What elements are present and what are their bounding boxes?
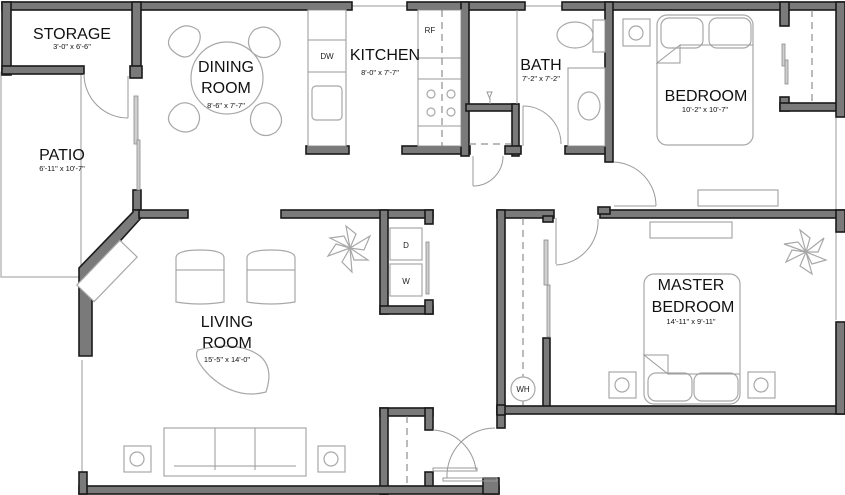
storage-label: STORAGE — [33, 26, 111, 43]
dining-label-1: DINING — [198, 59, 254, 76]
doors — [83, 43, 789, 482]
master-dims: 14'-11" x 9'-11" — [666, 317, 716, 326]
master-label-2: BEDROOM — [652, 299, 735, 316]
living-label-1: LIVING — [201, 314, 253, 331]
bath-dims: 7'-2" x 7'-2" — [522, 74, 560, 83]
dishwasher-label: DW — [320, 52, 334, 61]
washer-label: W — [402, 277, 410, 286]
water-heater-label: WH — [516, 385, 530, 394]
storage-dims: 3'-0" x 6'-6" — [53, 42, 91, 51]
dining-table — [190, 41, 264, 115]
patio-dims: 6'-11" x 10'-7" — [39, 164, 85, 173]
refrigerator-label: RF — [425, 26, 436, 35]
bedroom-label: BEDROOM — [665, 88, 748, 105]
bath-label: BATH — [520, 57, 561, 74]
bedroom-dims: 10'-2" x 10'-7" — [682, 105, 728, 114]
master-label-1: MASTER — [658, 277, 725, 294]
dining-dims: 8'-6" x 7'-7" — [207, 101, 245, 110]
dryer-label: D — [403, 241, 409, 250]
room-labels: STORAGE 3'-0" x 6'-6" DINING ROOM 8'-6" … — [33, 26, 747, 364]
dining-label-2: ROOM — [201, 80, 251, 97]
kitchen-dims: 8'-0" x 7'-7" — [361, 68, 399, 77]
patio-label: PATIO — [39, 147, 85, 164]
living-label-2: ROOM — [202, 335, 252, 352]
fixtures — [75, 9, 828, 486]
kitchen-label: KITCHEN — [350, 47, 420, 64]
appliance-labels: DW RF D W WH — [320, 26, 530, 394]
living-dims: 15'-5" x 14'-0" — [204, 355, 250, 364]
